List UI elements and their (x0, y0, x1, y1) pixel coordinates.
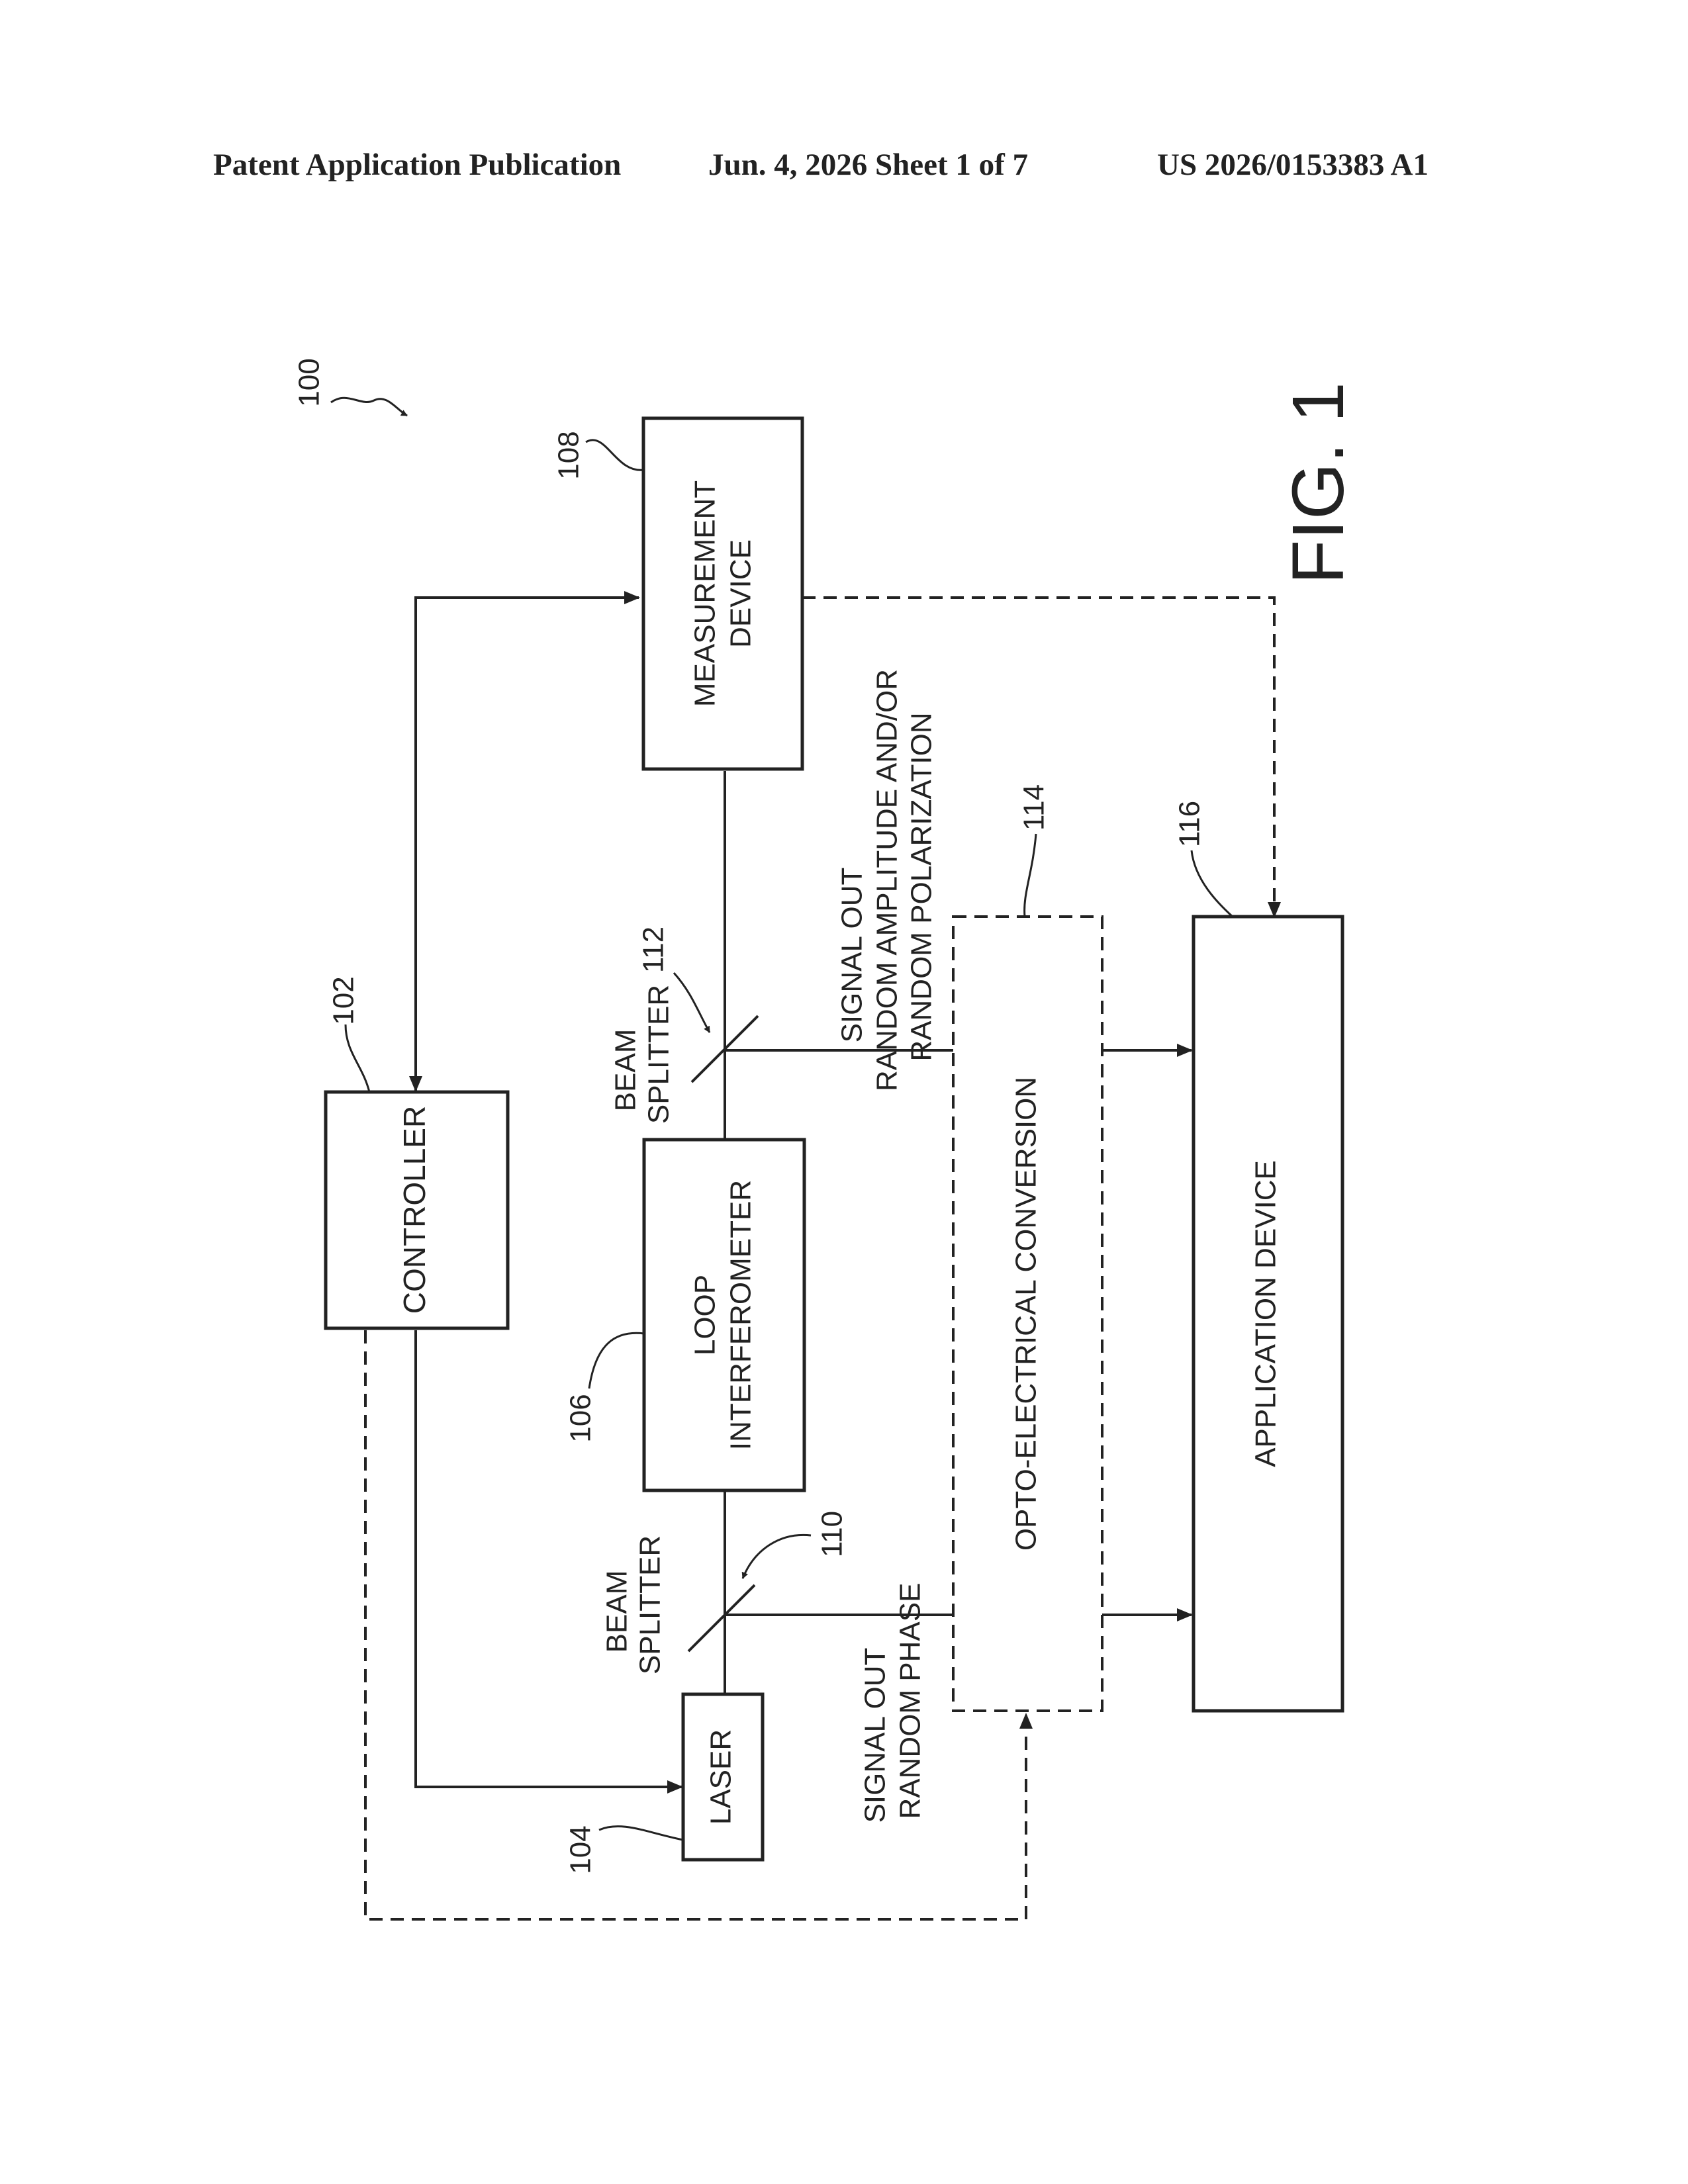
loop-label-line2: INTERFEROMETER (725, 1180, 757, 1450)
ref-108: 108 (553, 431, 585, 479)
loop-label-line1: LOOP (689, 1275, 722, 1355)
controller-measurement-link (416, 598, 639, 1092)
ref-110-leader (743, 1535, 811, 1578)
ref-108-leader (586, 440, 643, 470)
ref-100: 100 (293, 358, 326, 406)
bs2-label-line2: SPLITTER (643, 985, 675, 1124)
bs2-label-line1: BEAM (610, 1029, 642, 1112)
ref-114-leader (1025, 834, 1036, 917)
opto-electrical-label: OPTO-ELECTRICAL CONVERSION (1010, 1077, 1043, 1551)
ref-100-leader (331, 398, 407, 416)
signal-out-2-line2: RANDOM AMPLITUDE AND/OR (871, 669, 904, 1091)
measurement-label-line1: MEASUREMENT (689, 480, 722, 707)
bs1-label-line1: BEAM (601, 1570, 633, 1653)
measurement-label-line2: DEVICE (725, 539, 757, 648)
measurement-device-box (643, 418, 802, 769)
beam-splitter-110-mirror (688, 1585, 755, 1651)
ref-116: 116 (1174, 801, 1206, 847)
laser-label: LASER (705, 1729, 737, 1825)
ref-104-leader (599, 1827, 683, 1840)
ref-104: 104 (565, 1825, 597, 1874)
ref-112-leader (674, 973, 710, 1032)
signal-out-2-line3: RANDOM POLARIZATION (906, 712, 938, 1061)
signal-out-2-line1: SIGNAL OUT (836, 868, 868, 1043)
controller-label: CONTROLLER (397, 1106, 432, 1314)
ref-116-leader (1192, 850, 1233, 917)
ref-110: 110 (816, 1511, 849, 1557)
ref-112: 112 (637, 927, 670, 973)
ref-106: 106 (565, 1394, 597, 1442)
application-device-label: APPLICATION DEVICE (1250, 1160, 1282, 1467)
bs1-label-line2: SPLITTER (634, 1535, 667, 1674)
figure-label: FIG. 1 (1278, 382, 1359, 584)
signal-out-1-line2: RANDOM PHASE (894, 1583, 927, 1819)
ref-102: 102 (328, 976, 360, 1024)
signal-out-1-line1: SIGNAL OUT (859, 1648, 892, 1823)
ref-106-leader (589, 1333, 644, 1388)
ref-102-leader (346, 1024, 369, 1092)
ref-114: 114 (1018, 784, 1051, 831)
